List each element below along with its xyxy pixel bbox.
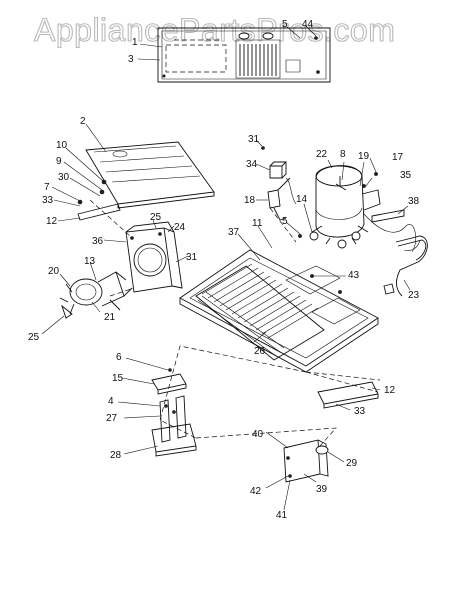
callout-15: 15 bbox=[112, 373, 124, 384]
callout-2: 2 bbox=[80, 116, 86, 127]
callout-30: 30 bbox=[58, 172, 70, 183]
callout-12: 12 bbox=[46, 216, 58, 227]
callout-29: 29 bbox=[346, 458, 358, 469]
drain-pan-bracket bbox=[117, 357, 197, 457]
condenser-coil bbox=[195, 263, 325, 361]
evaporator-cover bbox=[85, 123, 215, 209]
callout-10: 10 bbox=[56, 140, 68, 151]
callout-28: 28 bbox=[110, 450, 122, 461]
callout-19: 19 bbox=[358, 151, 370, 162]
compressor bbox=[303, 157, 381, 249]
callout-42: 42 bbox=[250, 486, 262, 497]
callout-8: 8 bbox=[340, 149, 346, 160]
callout-36: 36 bbox=[92, 236, 104, 247]
callout-labels: 1 3 5 44 2 10 9 30 7 33 12 36 25 24 31 3… bbox=[28, 19, 420, 521]
callout-41: 41 bbox=[276, 510, 288, 521]
callout-25b: 25 bbox=[28, 332, 40, 343]
callout-9: 9 bbox=[56, 156, 62, 167]
callout-1: 1 bbox=[132, 37, 138, 48]
rear-access-panel bbox=[137, 25, 331, 83]
watermark: AppliancePartsPros.com bbox=[34, 12, 395, 48]
callout-33: 33 bbox=[42, 195, 54, 206]
callout-7: 7 bbox=[44, 182, 50, 193]
condenser-fan-motor bbox=[41, 261, 133, 335]
callout-4: 4 bbox=[108, 396, 114, 407]
callout-12b: 12 bbox=[384, 385, 396, 396]
callout-6: 6 bbox=[116, 352, 122, 363]
callout-25: 25 bbox=[150, 212, 162, 223]
callout-39: 39 bbox=[316, 484, 328, 495]
relay-overload bbox=[255, 139, 297, 221]
callout-14: 14 bbox=[296, 194, 308, 205]
callout-22: 22 bbox=[316, 149, 328, 160]
callout-11: 11 bbox=[252, 218, 263, 229]
callout-40: 40 bbox=[252, 429, 264, 440]
callout-17: 17 bbox=[392, 152, 404, 163]
fan-bracket bbox=[51, 147, 121, 222]
callout-27: 27 bbox=[106, 413, 118, 424]
callout-18: 18 bbox=[244, 195, 256, 206]
callout-38: 38 bbox=[408, 196, 420, 207]
callout-3: 3 bbox=[128, 54, 134, 65]
wiring-harness bbox=[363, 205, 428, 297]
base-pan bbox=[179, 221, 379, 373]
callout-26: 26 bbox=[254, 346, 266, 357]
valve-bracket bbox=[265, 431, 345, 511]
fan-shroud bbox=[103, 219, 189, 293]
callout-43: 43 bbox=[348, 270, 360, 281]
callout-34: 34 bbox=[246, 159, 258, 170]
callout-20: 20 bbox=[48, 266, 60, 277]
callout-23: 23 bbox=[408, 290, 420, 301]
callout-33b: 33 bbox=[354, 406, 366, 417]
callout-5b: 5 bbox=[282, 216, 288, 227]
callout-44: 44 bbox=[302, 19, 314, 30]
callout-31b: 31 bbox=[186, 252, 198, 263]
callout-13: 13 bbox=[84, 256, 96, 267]
rear-mounting-bracket bbox=[317, 381, 381, 411]
callout-5: 5 bbox=[282, 19, 288, 30]
callout-37: 37 bbox=[228, 227, 240, 238]
callout-35: 35 bbox=[400, 170, 412, 181]
panel-louver-grille bbox=[235, 39, 281, 79]
callout-21: 21 bbox=[104, 312, 116, 323]
callout-31: 31 bbox=[248, 134, 260, 145]
callout-24: 24 bbox=[174, 222, 186, 233]
